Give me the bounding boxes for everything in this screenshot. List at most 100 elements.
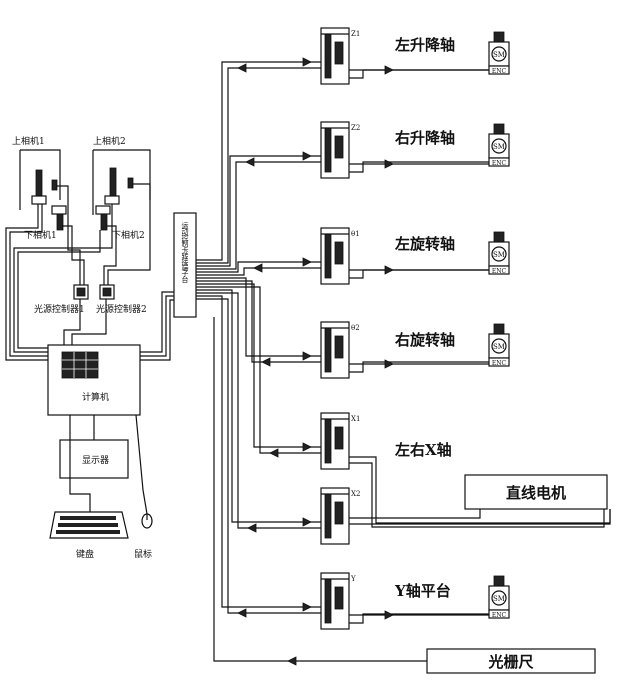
driver-display [334, 426, 344, 450]
control-cable [196, 261, 321, 273]
control-cable [196, 277, 321, 357]
arrow-icon [302, 602, 312, 612]
driver-tag: Y [350, 575, 356, 583]
motor-symbol: SM [493, 51, 505, 59]
control-cable [196, 61, 321, 261]
keyboard-label: 键盘 [76, 548, 94, 560]
motor-symbol: SM [493, 251, 505, 259]
linear-motor-cable [349, 509, 611, 525]
motion-card-label: 运动控制卡转接端子台 [181, 222, 189, 284]
encoder-cable [349, 361, 489, 373]
upper-camera-1-label: 上相机1 [12, 135, 45, 147]
arrow-icon [384, 610, 394, 620]
camera-2-connector [127, 177, 134, 189]
driver-terminal-strip [324, 578, 332, 624]
driver-tag: Z2 [351, 124, 360, 132]
arrow-icon [384, 159, 394, 169]
encoder-cable [349, 161, 489, 173]
linear-motor-label: 直线电机 [506, 484, 566, 502]
arrow-icon [237, 63, 247, 73]
driver-display [334, 41, 344, 65]
encoder-cable [349, 269, 489, 279]
feedback-cable [196, 286, 321, 454]
driver-tag: Z1 [351, 30, 360, 38]
motor-symbol: SM [493, 595, 505, 603]
servo-motor-icon: SM ENC [488, 123, 510, 167]
arrow-icon [302, 257, 312, 267]
control-cable [196, 295, 321, 608]
encoder-label: ENC [492, 612, 507, 619]
driver-display [334, 241, 344, 265]
driver-display [334, 501, 344, 525]
arrow-icon [302, 517, 312, 527]
arrow-icon [302, 442, 312, 452]
camera-1-connector [51, 179, 58, 191]
axis-row-6: X2 [196, 289, 611, 545]
driver-terminal-strip [324, 33, 332, 79]
upper-camera-2-label: 上相机2 [93, 135, 126, 147]
lower-camera-2-mount [95, 205, 111, 215]
light-controller-1-label: 光源控制器1 [34, 303, 85, 315]
axis-label: 右升降轴 [395, 129, 455, 147]
display [59, 439, 129, 479]
upper-camera-2-mount [104, 195, 120, 205]
axis-label: 左右X轴 [394, 441, 452, 459]
driver-tag: θ1 [351, 230, 360, 238]
axis-row-1: Z1 左升降轴 SM ENC [196, 27, 510, 264]
servo-motor-icon: SM ENC [488, 575, 510, 619]
camera-assembly: 上相机1 上相机2 下相机1 下相机2 光源控制器1 光源控制器2 [5, 135, 151, 361]
axis-row-2: Z2 右升降轴 SM ENC [196, 121, 510, 270]
feedback-cable [196, 280, 321, 363]
arrow-icon [245, 157, 255, 167]
driver-tag: X2 [351, 490, 360, 498]
lower-camera-2-label: 下相机2 [112, 229, 145, 241]
driver-terminal-strip [324, 418, 332, 464]
driver-terminal-strip [324, 127, 332, 173]
encoder-label: ENC [492, 268, 507, 275]
grating-ruler-feedback-line [213, 317, 427, 662]
upper-camera-2-icon [109, 167, 117, 197]
camera-2-frame [92, 149, 151, 215]
arrow-icon [261, 357, 271, 367]
arrow-icon [237, 608, 247, 618]
axis-label: 左升降轴 [394, 36, 455, 54]
upper-camera-1-icon [35, 169, 43, 199]
lower-camera-1-label: 下相机1 [24, 229, 57, 241]
arrow-icon [302, 351, 312, 361]
io-port-panel [61, 351, 99, 379]
grating-ruler-box [426, 648, 596, 674]
lower-camera-1-icon [56, 213, 64, 231]
mouse-label: 鼠标 [134, 548, 152, 560]
feedback-cable [196, 161, 321, 270]
computer: 计算机 [47, 344, 141, 416]
feedback-cable [196, 292, 321, 529]
motion-card: 运动控制卡转接端子台 [140, 212, 197, 361]
servo-motor-icon: SM ENC [488, 31, 510, 75]
arrow-icon [302, 151, 312, 161]
motor-symbol: SM [493, 143, 505, 151]
light-controller-2-label: 光源控制器2 [96, 303, 147, 315]
driver-tag: θ2 [351, 324, 360, 332]
driver-display [334, 335, 344, 359]
lower-camera-1-mount [51, 205, 67, 215]
axis-label: Y轴平台 [394, 582, 451, 600]
arrow-icon [384, 265, 394, 275]
encoder-label: ENC [492, 68, 507, 75]
encoder-label: ENC [492, 160, 507, 167]
encoder-label: ENC [492, 360, 507, 367]
arrow-icon [302, 57, 312, 67]
encoder-cable [349, 69, 489, 79]
display-label: 显示器 [82, 455, 109, 466]
lower-camera-2-icon [100, 213, 108, 231]
axis-row-7: Y Y轴平台 SM ENC [196, 295, 510, 630]
encoder-cable [349, 613, 489, 624]
control-cable [196, 289, 321, 523]
arrow-icon [247, 523, 257, 533]
servo-motor-icon: SM ENC [488, 231, 510, 275]
grating-ruler-label: 光栅尺 [487, 653, 533, 671]
